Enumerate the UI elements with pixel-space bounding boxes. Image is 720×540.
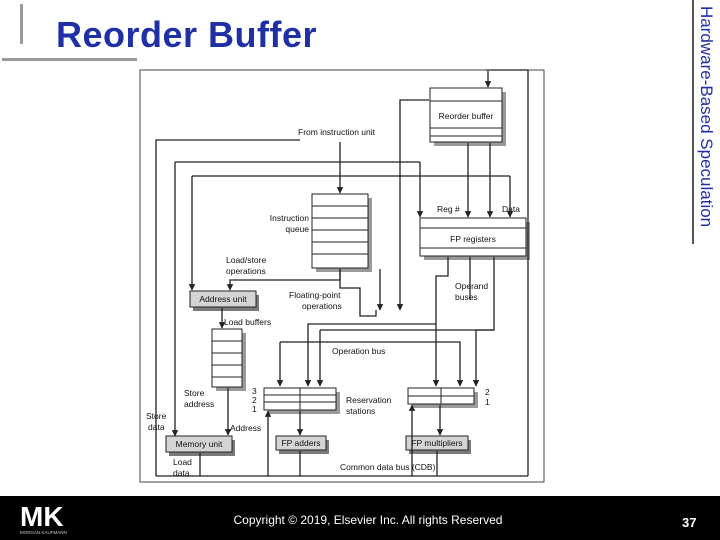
load-buffers <box>211 328 246 391</box>
reorder-buffer-diagram: Reorder buffer FP registers Address unit <box>139 69 545 483</box>
label-floating-point-1: Floating-point <box>289 290 341 300</box>
fp-registers-label: FP registers <box>450 234 496 244</box>
label-load-store-2: operations <box>226 266 266 276</box>
label-operand-buses-2: buses <box>455 292 478 302</box>
label-instruction-queue-1: Instruction <box>270 213 309 223</box>
fp-adders-label: FP adders <box>281 438 320 448</box>
memory-unit-label: Memory unit <box>176 439 223 449</box>
label-instruction-queue-2: queue <box>285 224 309 234</box>
label-store-address-1: Store <box>184 388 205 398</box>
label-store-address-2: address <box>184 399 214 409</box>
label-data: Data <box>502 204 520 214</box>
label-rs-right-1: 1 <box>485 397 490 407</box>
label-from-instruction-unit: From instruction unit <box>298 127 376 137</box>
fp-multipliers-label: FP multipliers <box>411 438 462 448</box>
reservation-stations-multipliers <box>407 387 478 408</box>
label-load-data-2: data <box>173 468 190 478</box>
decorative-vertical-bar <box>20 4 23 44</box>
address-unit: Address unit <box>189 290 259 311</box>
label-operand-buses-1: Operand <box>455 281 488 291</box>
fp-multipliers: FP multipliers <box>405 435 471 454</box>
label-store-data-2: data <box>148 422 165 432</box>
logo-subtext: MORGAN KAUFMANN <box>20 530 67 535</box>
label-load-store-1: Load/store <box>226 255 266 265</box>
label-reg-num: Reg # <box>437 204 460 214</box>
slide-title: Reorder Buffer <box>56 14 318 55</box>
reorder-buffer: Reorder buffer <box>429 87 506 146</box>
connection-lines <box>155 69 529 477</box>
fp-registers: FP registers <box>419 217 530 260</box>
label-rs-right-2: 2 <box>485 387 490 397</box>
label-reservation-stations-1: Reservation <box>346 395 392 405</box>
label-rs-left-3: 3 <box>252 386 257 396</box>
section-sidebar: Hardware-Based Speculation <box>692 0 720 244</box>
memory-unit: Memory unit <box>165 435 235 456</box>
instruction-queue <box>311 193 372 272</box>
label-load-buffers: Load buffers <box>224 317 271 327</box>
label-rs-left-1: 1 <box>252 404 257 414</box>
label-cdb: Common data bus (CDB) <box>340 462 436 472</box>
logo-text: MK <box>20 501 64 532</box>
label-address: Address <box>230 423 261 433</box>
reservation-stations-adders <box>263 387 340 414</box>
reorder-buffer-label: Reorder buffer <box>439 111 494 121</box>
address-unit-label: Address unit <box>199 294 247 304</box>
label-operation-bus: Operation bus <box>332 346 385 356</box>
footer-bar: MK MORGAN KAUFMANN Copyright © 2019, Els… <box>0 496 720 540</box>
mk-logo-icon: MK MORGAN KAUFMANN <box>20 501 67 535</box>
section-title: Hardware-Based Speculation <box>697 6 716 228</box>
label-reservation-stations-2: stations <box>346 406 375 416</box>
label-floating-point-2: operations <box>302 301 342 311</box>
label-store-data-1: Store <box>146 411 167 421</box>
decorative-horizontal-bar <box>2 58 137 61</box>
label-load-data-1: Load <box>173 457 192 467</box>
copyright-text: Copyright © 2019, Elsevier Inc. All righ… <box>233 513 503 527</box>
fp-adders: FP adders <box>275 435 329 454</box>
page-number: 37 <box>682 515 697 530</box>
label-rs-left-2: 2 <box>252 395 257 405</box>
diagram-labels: From instruction unit Instruction queue … <box>146 127 520 478</box>
